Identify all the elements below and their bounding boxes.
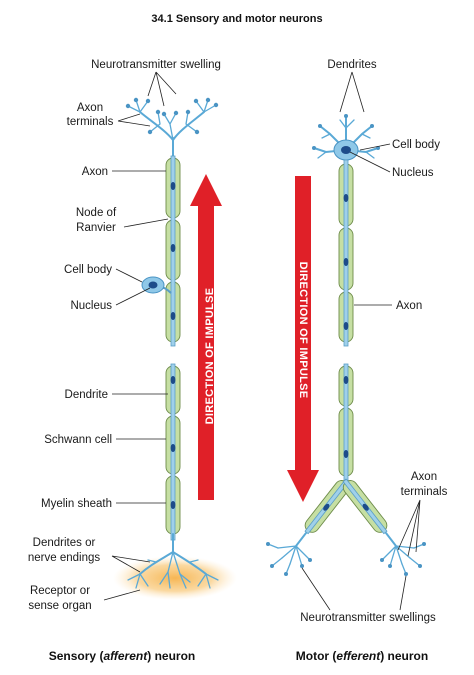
sensory-impulse-arrow: DIRECTION OF IMPULSE [190, 174, 222, 500]
label-neurotransmitter-swelling: Neurotransmitter swelling [91, 59, 221, 71]
sensory-nerve-endings [127, 533, 219, 589]
label-node-2: Ranvier [76, 222, 116, 234]
label-motor-axon-terminals-1: Axon [411, 471, 437, 483]
sensory-lower-axon [165, 363, 181, 541]
label-sensory-nucleus: Nucleus [70, 300, 112, 312]
motor-cell-body [333, 139, 359, 161]
motor-lower-axon [304, 363, 388, 535]
label-schwann-cell: Schwann cell [44, 434, 112, 446]
label-myelin-sheath: Myelin sheath [41, 498, 112, 510]
motor-upper-axon [338, 159, 354, 347]
figure-title: 34.1 Sensory and motor neurons [151, 13, 322, 25]
label-motor-dendrites: Dendrites [327, 59, 376, 71]
sensory-caption: Sensory (afferent) neuron [49, 649, 195, 663]
motor-impulse-arrow: DIRECTION OF IMPULSE [287, 176, 319, 502]
motor-arrow-text: DIRECTION OF IMPULSE [297, 262, 309, 399]
label-motor-axon-terminals-2: terminals [401, 486, 448, 498]
label-sensory-axon: Axon [82, 166, 108, 178]
label-receptor-1: Receptor or [30, 585, 90, 597]
receptor-organ [113, 556, 237, 600]
label-sensory-cell-body: Cell body [64, 264, 112, 276]
label-dendrites-or-1: Dendrites or [33, 537, 96, 549]
label-neurotransmitter-swellings: Neurotransmitter swellings [300, 612, 436, 624]
label-dendrite: Dendrite [65, 389, 108, 401]
label-node-1: Node of [76, 207, 117, 219]
label-motor-cell-body: Cell body [392, 139, 440, 151]
sensory-neuron: DIRECTION OF IMPULSE Neurotransmitter sw… [28, 59, 237, 663]
motor-caption: Motor (efferent) neuron [296, 649, 428, 663]
sensory-arrow-text: DIRECTION OF IMPULSE [204, 288, 216, 425]
sensory-upper-axon [165, 155, 181, 347]
sensory-axon-terminals [125, 97, 219, 159]
label-dendrites-or-2: nerve endings [28, 552, 100, 564]
label-axon-terminals-1: Axon [77, 102, 103, 114]
sensory-cell-body [141, 276, 172, 294]
label-axon-terminals-2: terminals [67, 116, 114, 128]
motor-axon-terminals [266, 532, 426, 576]
motor-neuron: DIRECTION OF IMPULSE Dendrites Cell body… [266, 59, 448, 663]
label-motor-nucleus: Nucleus [392, 167, 434, 179]
label-motor-axon: Axon [396, 300, 422, 312]
label-receptor-2: sense organ [28, 600, 91, 612]
